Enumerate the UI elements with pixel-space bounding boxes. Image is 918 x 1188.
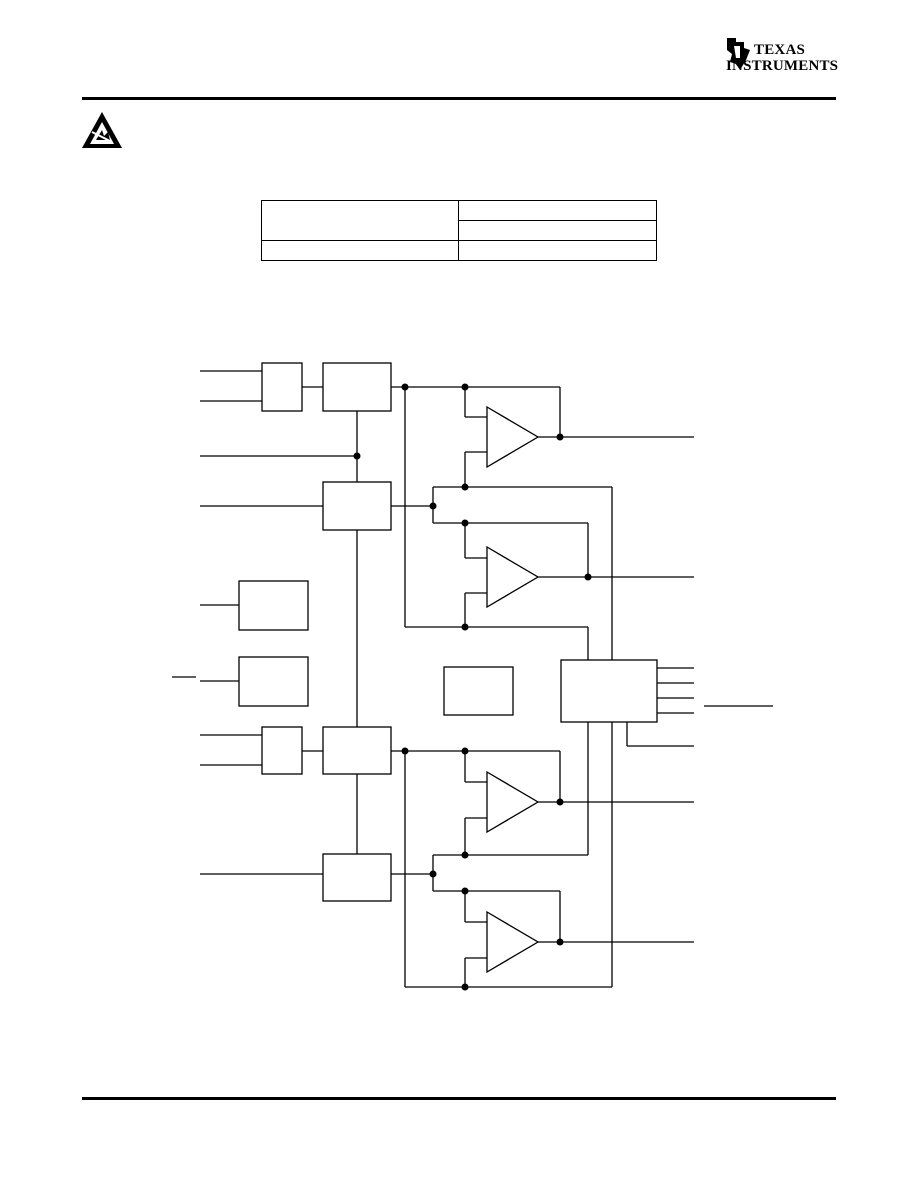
junction-dot: [584, 573, 592, 581]
esd-warning-icon: [82, 112, 122, 148]
junction-dot: [461, 887, 469, 895]
footer-rule: [82, 1097, 836, 1100]
ti-logo: Texas Instruments: [724, 34, 838, 76]
amplifier-4: [486, 910, 540, 974]
junction-dot: [401, 383, 409, 391]
amplifier-3: [486, 770, 540, 834]
junction-dot: [429, 870, 437, 878]
logo-line-2: Instruments: [726, 58, 839, 74]
junction-dot: [401, 747, 409, 755]
table-cell: [458, 240, 657, 261]
control-block-d: [322, 853, 392, 902]
junction-dot: [461, 623, 469, 631]
control-block-a: [322, 362, 392, 412]
output-logic-block: [560, 659, 658, 723]
ordering-table: [261, 200, 657, 261]
junction-dot: [461, 851, 469, 859]
table-row: [261, 240, 657, 261]
junction-dot: [461, 483, 469, 491]
input-logic-b: [261, 726, 303, 775]
center-block: [443, 666, 514, 716]
junction-dot: [556, 938, 564, 946]
junction-dot: [429, 502, 437, 510]
reference-block: [238, 656, 309, 707]
junction-dot: [353, 452, 361, 460]
junction-dot: [461, 383, 469, 391]
ti-map-icon: [727, 38, 750, 70]
junction-dot: [461, 519, 469, 527]
control-block-c: [322, 726, 392, 775]
junction-dot: [461, 747, 469, 755]
bias-block: [238, 580, 309, 631]
header-rule: [82, 97, 836, 100]
junction-dot: [556, 433, 564, 441]
amplifier-2: [486, 545, 540, 609]
logo-line-1: Texas: [754, 42, 806, 58]
junction-dot: [556, 798, 564, 806]
amplifier-1: [486, 405, 540, 469]
junction-dot: [461, 983, 469, 991]
input-logic-a: [261, 362, 303, 412]
control-block-b: [322, 481, 392, 531]
